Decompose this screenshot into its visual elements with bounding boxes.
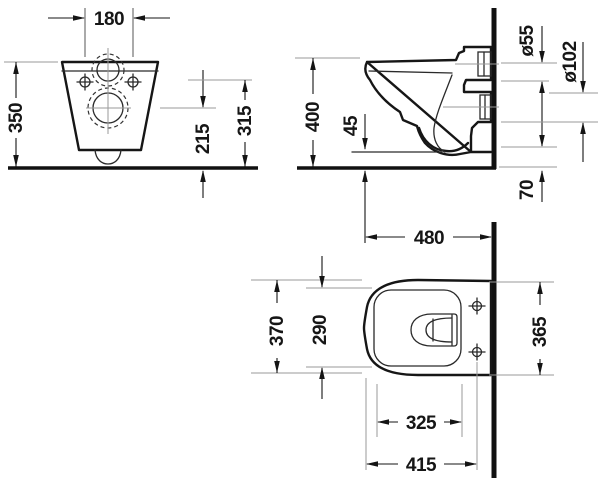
plan-water-outline [410, 313, 458, 347]
dim-label-400: 400 [303, 102, 324, 132]
dim-label-365: 365 [530, 316, 551, 347]
rear-outlet-circle [86, 48, 131, 134]
dim-outer-width: 370 [251, 279, 362, 374]
dim-inlet-diameter: ø55 [501, 24, 557, 147]
plan-fixing-hole-marker-top [468, 297, 486, 315]
dim-label-415: 415 [406, 455, 437, 476]
side-inlet-connector [455, 51, 499, 77]
dim-ceramic-height: 350 [4, 61, 58, 167]
dim-label-325: 325 [406, 413, 437, 434]
dim-depth: 480 [365, 228, 492, 249]
dim-bowl-inner-length: 325 [376, 384, 463, 437]
dim-front-to-fixing-holes: 415 [365, 362, 478, 476]
dim-outlet-bottom-offset: 70 [499, 146, 557, 202]
plan-view: 370 290 365 [251, 222, 554, 478]
dim-label-dia55: ø55 [517, 24, 538, 56]
dim-rim-height: 400 [295, 57, 360, 167]
dim-floor-clearance: 45 [341, 114, 368, 243]
dim-label-45: 45 [341, 115, 362, 136]
dim-fixing-hole-height: 315 [188, 79, 256, 167]
dim-label-70: 70 [517, 180, 538, 200]
side-view: 400 45 ø55 ø102 [295, 8, 598, 249]
rear-fixing-hole-marker-left [76, 73, 94, 91]
rear-fixing-hole-marker-right [124, 73, 142, 91]
dim-outlet-center-height: 215 [160, 70, 216, 198]
dim-label-215: 215 [193, 123, 214, 154]
dim-fixing-hole-spacing: 180 [48, 8, 170, 57]
dim-label-370: 370 [267, 316, 288, 346]
rear-view: 180 350 215 315 [4, 8, 258, 198]
dim-label-350: 350 [6, 103, 27, 133]
dim-label-480: 480 [414, 228, 444, 249]
dim-label-290: 290 [310, 315, 331, 345]
dim-label-dia102: ø102 [560, 41, 581, 82]
dim-bowl-inner-width: 290 [306, 256, 372, 399]
dim-label-180: 180 [94, 9, 124, 30]
plan-fixing-hole-marker-bottom [468, 343, 486, 361]
side-toilet-outline [351, 45, 499, 157]
rear-toilet-outline [60, 60, 160, 165]
plan-toilet-outline [362, 278, 493, 377]
plan-sump-outline [425, 317, 453, 343]
plan-inner-rim [373, 289, 462, 367]
dim-outlet-diameter: ø102 [501, 41, 598, 162]
dim-label-315: 315 [235, 105, 256, 136]
dim-width-at-wall: 365 [489, 281, 554, 376]
side-outlet-connector [443, 94, 499, 120]
